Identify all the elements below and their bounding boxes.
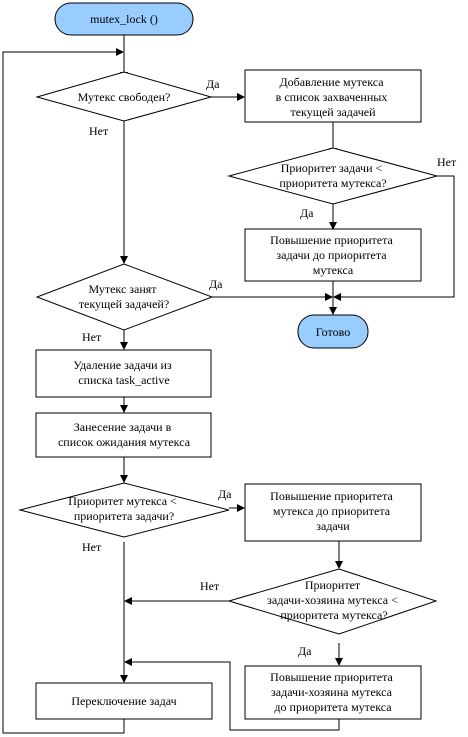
edge-owner-return [131, 661, 340, 731]
process-add-mutex [244, 69, 422, 123]
decision-owner-priority [227, 568, 438, 635]
process-raise-mutex-priority [244, 483, 422, 542]
decision-mutex-busy-self [35, 263, 214, 331]
arrowhead [329, 307, 337, 315]
arrowhead [120, 675, 128, 683]
label-prio2-yes: Да [218, 487, 232, 501]
decision-owner-priority-text: Приоритет задачи-хозяина мутекса < приор… [267, 578, 401, 622]
arrowhead [335, 561, 343, 569]
decision-mutex-busy-self-text: Мутекс занят текущей задачей? [79, 282, 169, 311]
connectors [2, 35, 455, 734]
process-switch-tasks [35, 682, 213, 720]
arrowhead [335, 658, 343, 666]
decision-task-priority [227, 147, 439, 205]
edge-prio1-no [340, 175, 455, 298]
process-add-wait-list [35, 412, 212, 458]
process-raise-mutex-priority-text: Повышение приоритета мутекса до приорите… [270, 489, 396, 533]
label-busy-yes: Да [209, 277, 223, 291]
process-raise-task-priority-text: Повышение приоритета задачи до приоритет… [270, 233, 396, 277]
decision-mutex-free-text: Мутекс свободен? [78, 90, 171, 104]
shapes [18, 2, 439, 720]
process-raise-task-priority [244, 228, 422, 282]
process-raise-owner-priority-text: Повышение приоритета задачи-хозяина муте… [270, 670, 396, 714]
label-prio1-no: Нет [437, 155, 457, 169]
start-terminator [54, 2, 194, 36]
decision-mutex-priority [18, 482, 230, 538]
decision-task-priority-text: Приоритет задачи < приоритета мутекса? [279, 161, 386, 190]
arrowhead [124, 658, 132, 666]
done-label: Готово [316, 325, 350, 339]
process-remove-task-text: Удаление задачи из списка task_active [73, 358, 174, 387]
arrowhead [325, 293, 333, 301]
edge-switch-loop [2, 51, 125, 734]
label-prio3-no: Нет [200, 579, 220, 593]
arrowhead [120, 475, 128, 483]
start-label: mutex_lock () [90, 12, 158, 26]
decision-mutex-free [35, 71, 213, 122]
process-raise-owner-priority [244, 665, 422, 720]
process-add-mutex-text: Добавление мутекса в список захваченных … [276, 75, 391, 119]
process-remove-task [35, 349, 212, 398]
decision-mutex-priority-text: Приоритет мутекса < приоритета задачи? [68, 494, 180, 523]
arrowhead [124, 597, 132, 605]
label-prio1-yes: Да [300, 206, 314, 220]
arrowhead [237, 93, 245, 101]
done-terminator [297, 314, 369, 349]
label-free-yes: Да [206, 77, 220, 91]
arrowhead [116, 48, 124, 56]
arrowhead [120, 342, 128, 350]
label-busy-no: Нет [82, 330, 102, 344]
arrowhead [237, 504, 245, 512]
arrowhead [120, 256, 128, 264]
arrowhead [120, 405, 128, 413]
edge-labels: Да Нет Нет Да Да Нет Да Нет Нет Да [82, 77, 457, 658]
process-add-wait-list-text: Занесение задачи в список ожидания мутек… [58, 420, 191, 449]
arrowhead [329, 222, 337, 230]
label-prio2-no: Нет [82, 540, 102, 554]
arrowhead [333, 293, 341, 301]
label-prio3-yes: Да [298, 644, 312, 658]
process-switch-tasks-text: Переключение задач [71, 694, 176, 708]
label-free-no: Нет [89, 124, 109, 138]
node-labels: mutex_lock () Мутекс свободен? Добавлени… [58, 12, 401, 714]
